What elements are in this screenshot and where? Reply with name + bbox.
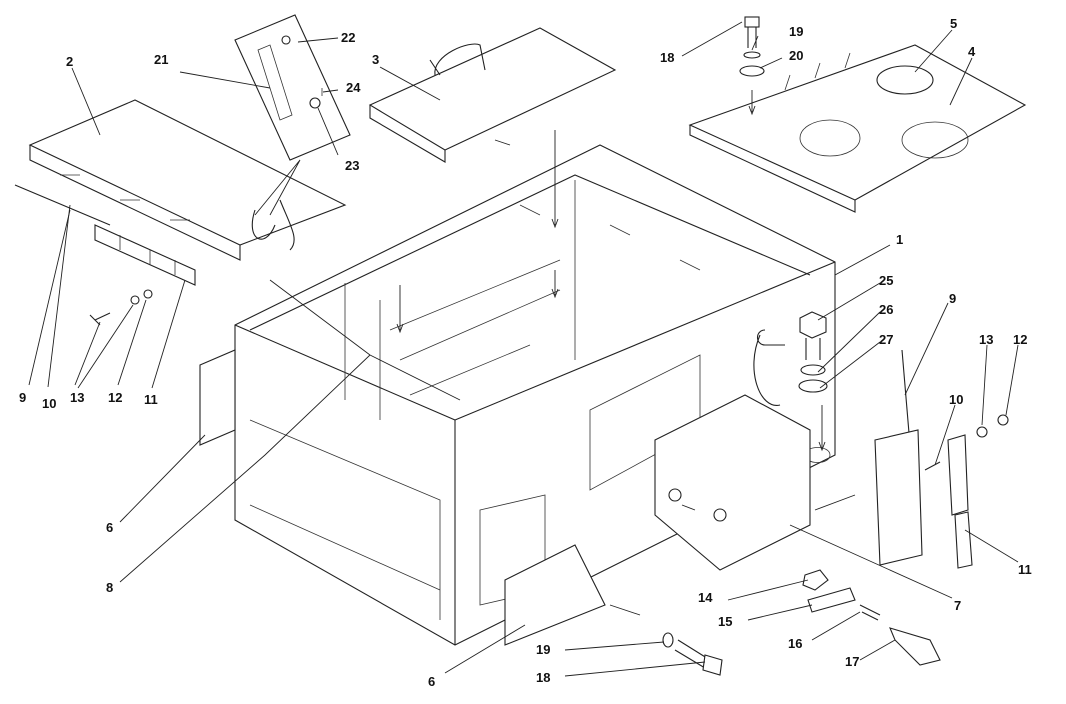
bolt-top: [739, 16, 765, 77]
callout-12-right: 12: [1013, 332, 1027, 347]
callout-17: 17: [845, 654, 859, 669]
hinge-left: [14, 184, 196, 286]
callout-13-right: 13: [979, 332, 993, 347]
assembly-arrows: [254, 90, 856, 616]
callout-25: 25: [879, 273, 893, 288]
callout-9-right: 9: [949, 291, 956, 306]
callout-1: 1: [896, 232, 903, 247]
callout-18-top: 18: [660, 50, 674, 65]
callout-27: 27: [879, 332, 893, 347]
bolt-25-set: [798, 311, 828, 393]
callout-9-left: 9: [19, 390, 26, 405]
callout-22: 22: [341, 30, 355, 45]
callout-7: 7: [954, 598, 961, 613]
callout-labels: 1 2 3 4 5 6 6 7 8 9 9 10 10 11 11 12 12 …: [19, 16, 1032, 689]
callout-5: 5: [950, 16, 957, 31]
callout-6-left: 6: [106, 520, 113, 535]
callout-10-left: 10: [42, 396, 56, 411]
callout-19-bottom: 19: [536, 642, 550, 657]
cover-4: [688, 44, 1027, 213]
plate-21: [234, 14, 351, 161]
callout-23: 23: [345, 158, 359, 173]
plate-6-left: [199, 349, 236, 446]
callout-8: 8: [106, 580, 113, 595]
callout-11-left: 11: [144, 392, 158, 407]
callout-20: 20: [789, 48, 803, 63]
cover-7: [654, 394, 811, 571]
plate-6-bottom: [504, 544, 606, 646]
fasteners-left: [89, 289, 153, 326]
leader-lines: [28, 21, 1019, 677]
callout-18-bottom: 18: [536, 670, 550, 685]
callout-21: 21: [154, 52, 168, 67]
callout-13-left: 13: [70, 390, 84, 405]
callout-26: 26: [879, 302, 893, 317]
callout-24: 24: [346, 80, 361, 95]
callout-12-left: 12: [108, 390, 122, 405]
callout-19-top: 19: [789, 24, 803, 39]
cover-3: [368, 27, 617, 163]
lock-parts: [802, 569, 941, 666]
cover-2: [28, 99, 347, 261]
hinges-right: [874, 349, 1009, 569]
bolt-bottom: [662, 632, 723, 676]
callout-6-bottom: 6: [428, 674, 435, 689]
callout-3: 3: [372, 52, 379, 67]
callout-16: 16: [788, 636, 802, 651]
callout-11-right: 11: [1018, 562, 1032, 577]
callout-14: 14: [698, 590, 713, 605]
callout-15: 15: [718, 614, 732, 629]
callout-2: 2: [66, 54, 73, 69]
callout-10-right: 10: [949, 392, 963, 407]
callout-4: 4: [968, 44, 976, 59]
